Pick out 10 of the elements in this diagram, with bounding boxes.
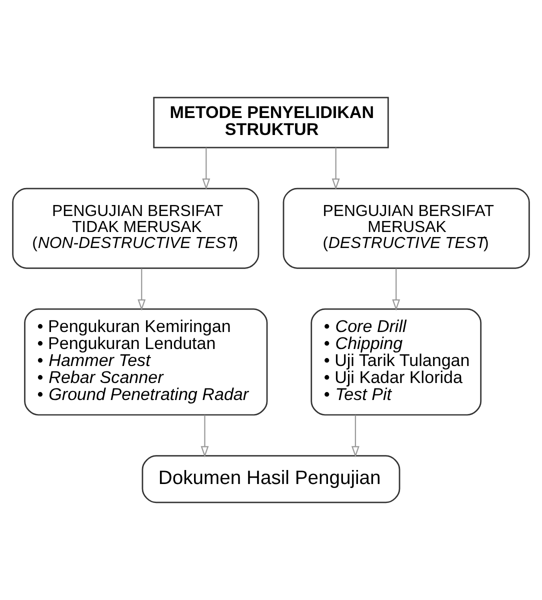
- arrow: [202, 148, 210, 190]
- arrow: [138, 268, 146, 311]
- node-box: • Pengukuran Kemiringan • Pengukuran Lendutan • Hammer Test • Rebar Scanner • Ground Penetrating Radar: [24, 308, 268, 416]
- node-box: METODE PENYELIDIKAN STRUKTUR: [153, 96, 389, 148]
- arrow: [351, 415, 360, 458]
- arrow: [332, 148, 340, 190]
- node-box: Dokumen Hasil Pengujian: [142, 455, 400, 504]
- arrow: [392, 268, 400, 311]
- node-box: • Core Drill • Chipping • Uji Tarik Tulangan • Uji Kadar Klorida • Test Pit: [310, 308, 482, 416]
- arrow: [200, 415, 209, 458]
